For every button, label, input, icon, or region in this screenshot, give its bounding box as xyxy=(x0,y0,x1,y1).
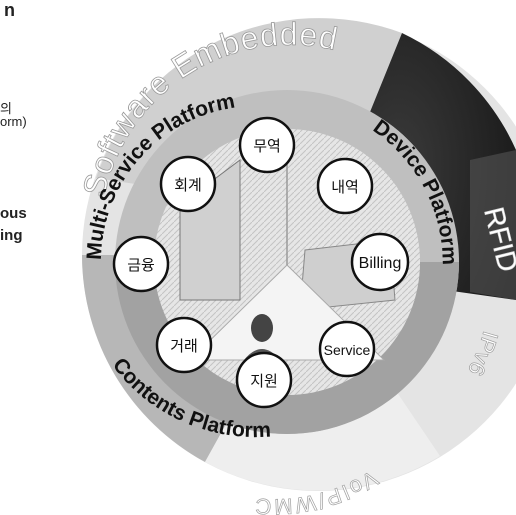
left-text-fragment: orm) xyxy=(0,114,27,129)
svg-text:내역: 내역 xyxy=(331,178,359,196)
svg-text:금융: 금융 xyxy=(127,256,155,274)
left-text-fragment: 의 xyxy=(0,101,12,116)
service-bubble-service: Service xyxy=(318,320,376,378)
svg-text:무역: 무역 xyxy=(253,137,281,155)
service-bubble-회계: 회계 xyxy=(159,155,217,213)
svg-text:거래: 거래 xyxy=(170,337,198,355)
left-text-fragment: n xyxy=(4,0,15,20)
service-bubble-지원: 지원 xyxy=(235,351,293,409)
left-text-fragment: ous xyxy=(0,205,27,222)
service-bubble-금융: 금융 xyxy=(112,235,170,293)
service-bubble-거래: 거래 xyxy=(155,316,213,374)
service-bubble-내역: 내역 xyxy=(316,157,374,215)
service-bubble-billing: Billing xyxy=(350,232,410,292)
rfid-texture xyxy=(470,150,516,300)
service-bubble-무역: 무역 xyxy=(238,116,296,174)
contents-platform-segment xyxy=(115,262,459,434)
svg-text:Service: Service xyxy=(324,342,371,358)
svg-text:지원: 지원 xyxy=(250,372,278,390)
svg-text:회계: 회계 xyxy=(174,176,202,194)
svg-text:Billing: Billing xyxy=(359,255,402,272)
left-text-fragment: ing xyxy=(0,227,23,244)
